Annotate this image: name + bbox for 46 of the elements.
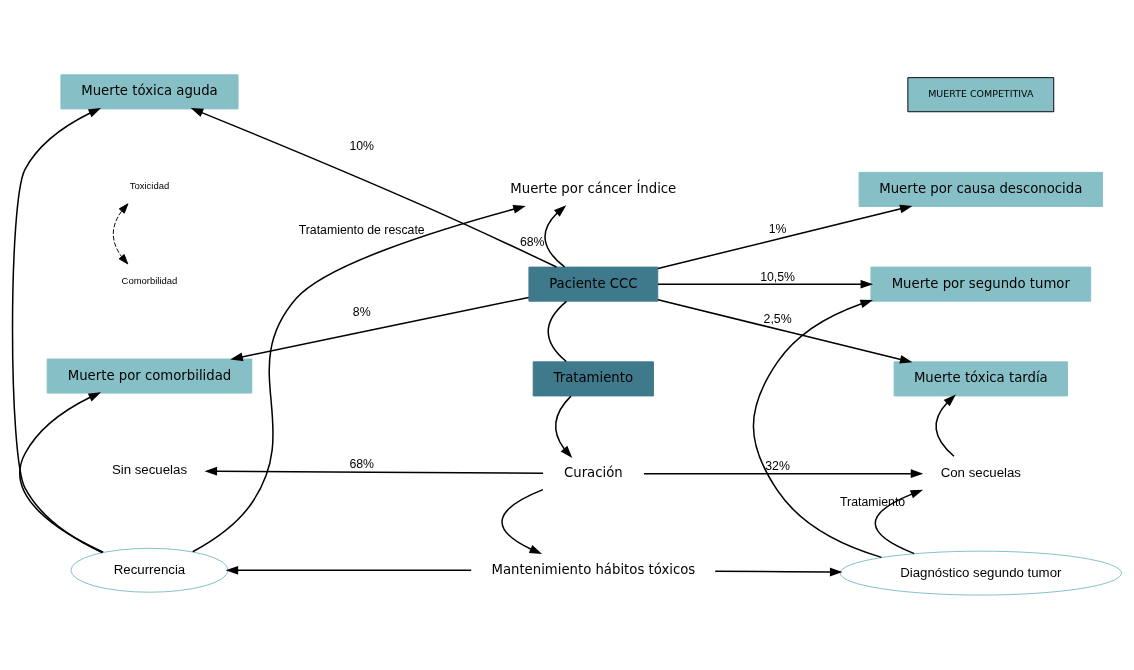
node-box: Tratamiento [532,361,654,397]
node-box: Muerte tóxica tardía [893,361,1068,397]
arrow [225,565,472,575]
node-text: Muerte por cáncer Índice [510,180,677,196]
arrow [19,392,104,553]
arrow [554,395,573,458]
arrow [544,205,567,268]
edge-label: 32% [765,459,790,474]
arrow [204,466,544,476]
arrow [752,299,883,559]
node-box: MUERTE COMPETITIVA [907,77,1055,113]
node-box: Muerte por segundo tumor [870,266,1092,302]
edge-label: 10% [349,139,375,154]
arrow [657,279,874,289]
node-text: Mantenimiento hábitos tóxicos [491,561,696,577]
node-ellipse: Diagnóstico segundo tumor [839,550,1122,596]
arrow [230,296,530,362]
edge-label: 10,5% [760,269,796,284]
node-text: Con secuelas [940,465,1021,481]
arrow [191,204,526,553]
node-text: Comorbilidad [121,274,178,286]
node-box: Muerte tóxica aguda [60,74,239,110]
node-text: Curación [563,465,623,481]
arrow [190,108,558,268]
connector [547,300,568,363]
arrow [643,469,924,479]
node-ellipse: Recurrencia [70,547,229,593]
edge-label: 2,5% [763,312,792,327]
edge-label: Tratamiento de rescate [298,223,425,238]
node-box: Muerte por comorbilidad [46,358,253,394]
arrow [714,567,843,577]
arrow [657,299,913,364]
arrow [874,489,924,555]
arrow [11,107,103,554]
edge-label: 68% [349,457,375,472]
edge-label: 68% [519,235,545,250]
node-box: Paciente CCC [528,266,659,302]
edge-label: 8% [352,304,371,319]
node-text: Toxicidad [129,179,170,191]
node-box: Muerte por causa desconocida [858,171,1103,207]
arrow [501,488,544,554]
node-text: Sin secuelas [111,462,188,478]
arrow [112,203,129,265]
arrow [935,394,956,457]
arrow [657,204,913,270]
edge-label: 1% [768,222,787,237]
